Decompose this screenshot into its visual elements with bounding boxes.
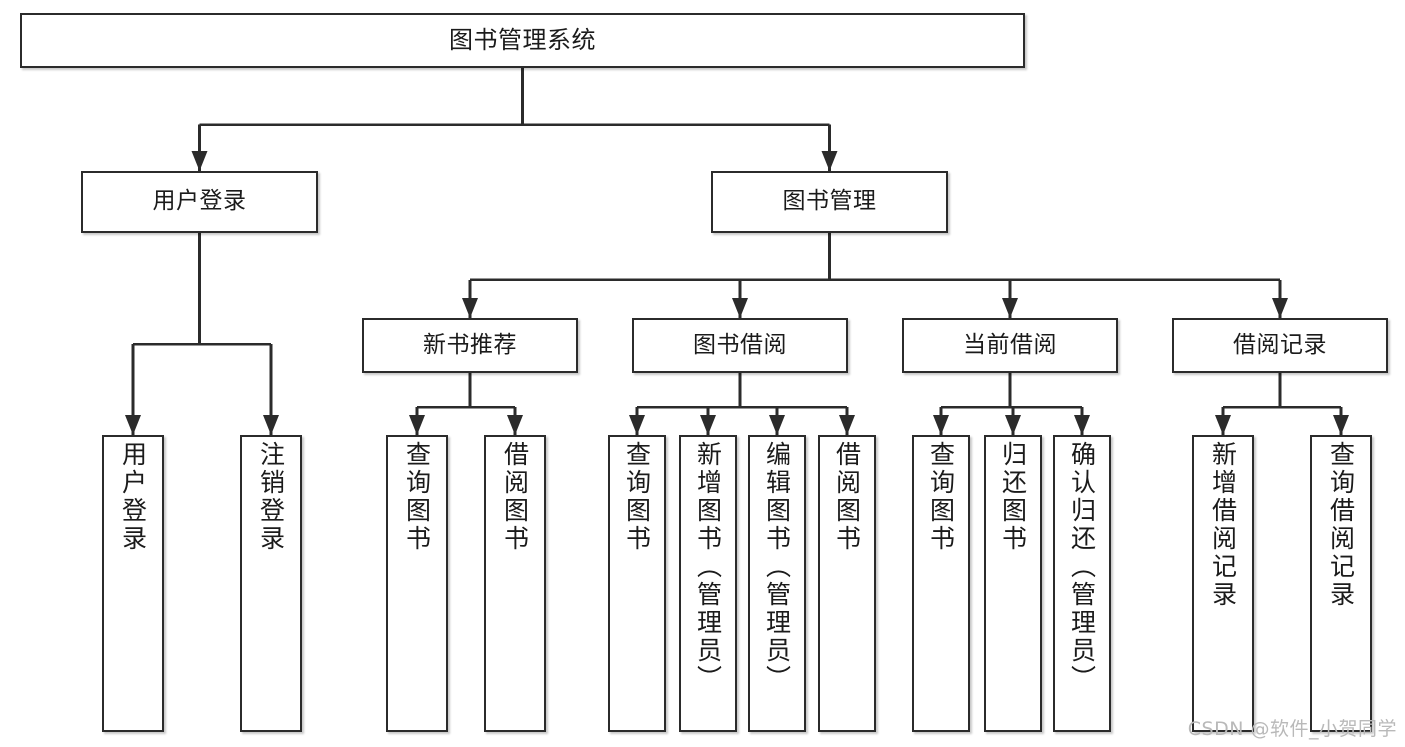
csdn-watermark: CSDN @软件_小贺同学 [1187,718,1397,740]
node-label: 确认归还（管理员） [1067,441,1097,693]
node-leaf-nb-borrow[interactable]: 借阅图书 [484,435,546,732]
node-leaf-rec-add[interactable]: 新增借阅记录 [1192,435,1254,732]
node-label: 图书管理系统 [449,26,596,55]
node-bookmgmt[interactable]: 图书管理 [711,171,948,233]
node-label: 借阅图书 [832,441,862,553]
node-label: 当前借阅 [963,331,1057,358]
node-login[interactable]: 用户登录 [81,171,318,233]
node-leaf-bk-query[interactable]: 查询图书 [608,435,666,732]
node-leaf-user-logout[interactable]: 注销登录 [240,435,302,732]
node-label: 借阅图书 [500,441,530,553]
node-leaf-nb-query[interactable]: 查询图书 [386,435,448,732]
node-leaf-user-login[interactable]: 用户登录 [102,435,164,732]
node-current[interactable]: 当前借阅 [902,318,1118,373]
node-label: 查询图书 [402,441,432,553]
node-leaf-rec-query[interactable]: 查询借阅记录 [1310,435,1372,732]
node-label: 用户登录 [118,441,148,553]
node-records[interactable]: 借阅记录 [1172,318,1388,373]
node-label: 借阅记录 [1233,331,1327,358]
node-label: 图书借阅 [693,331,787,358]
node-label: 用户登录 [152,188,247,215]
node-leaf-cur-return[interactable]: 归还图书 [984,435,1042,732]
node-label: 注销登录 [256,441,286,553]
node-borrow[interactable]: 图书借阅 [632,318,848,373]
node-label: 图书管理 [782,188,877,215]
node-leaf-bk-borrow[interactable]: 借阅图书 [818,435,876,732]
node-leaf-bk-add[interactable]: 新增图书（管理员） [679,435,737,732]
node-leaf-bk-edit[interactable]: 编辑图书（管理员） [748,435,806,732]
node-label: 查询图书 [926,441,956,553]
node-label: 查询图书 [622,441,652,553]
node-root[interactable]: 图书管理系统 [20,13,1025,68]
node-label: 查询借阅记录 [1326,441,1356,609]
node-label: 编辑图书（管理员） [762,441,792,693]
node-newbook[interactable]: 新书推荐 [362,318,578,373]
node-label: 归还图书 [998,441,1028,553]
node-label: 新增图书（管理员） [693,441,723,693]
node-label: 新书推荐 [423,331,517,358]
node-leaf-cur-confirm[interactable]: 确认归还（管理员） [1053,435,1111,732]
node-label: 新增借阅记录 [1208,441,1238,609]
node-leaf-cur-query[interactable]: 查询图书 [912,435,970,732]
